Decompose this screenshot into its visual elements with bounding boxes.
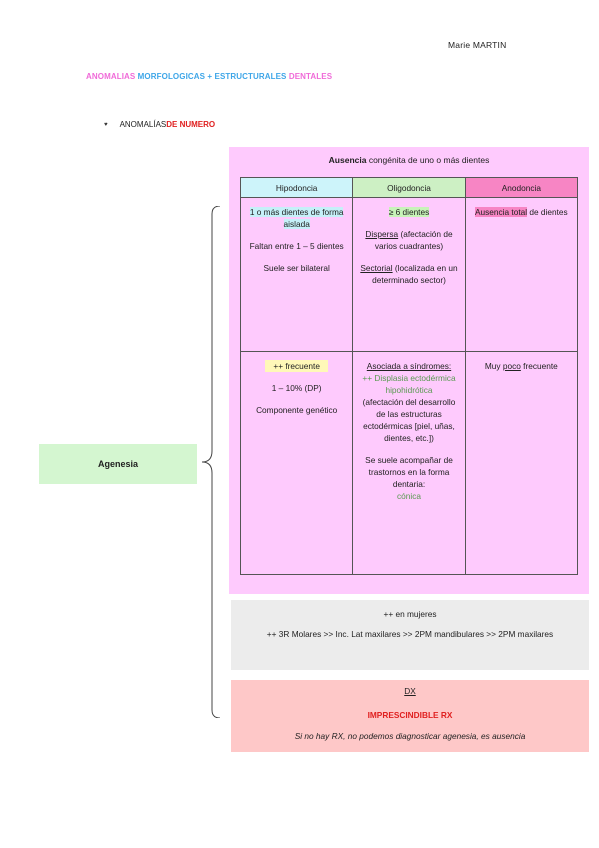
ano-freq-2: poco: [502, 361, 521, 371]
table-heading: Ausencia congénita de uno o más dientes: [229, 155, 589, 165]
ano-freq-1: Muy: [484, 361, 503, 371]
oligo-syndromes: Asociada a síndromes:: [366, 361, 452, 371]
section-prefix: ANOMALÍAS: [119, 120, 167, 129]
freq-line-2: ++ 3R Molares >> Inc. Lat maxilares >> 2…: [266, 629, 554, 639]
cell-oligodoncia-1: ≥ 6 dientes Dispersa (afectación de vari…: [352, 197, 466, 352]
oligo-afectacion: (afectación del desarrollo de las estruc…: [362, 397, 456, 443]
cell-hipodoncia-2: ++ frecuente 1 – 10% (DP) Componente gen…: [239, 351, 354, 575]
author-name: Marie MARTIN: [448, 40, 507, 50]
oligo-dispersa-label: Dispersa: [365, 229, 399, 239]
dx-important: IMPRESCINDIBLE RX: [367, 710, 453, 720]
table-row: ++ frecuente 1 – 10% (DP) Componente gen…: [239, 351, 579, 575]
hipo-line-1: 1 o más dientes de forma aislada: [249, 207, 344, 229]
oligo-dispersa-text: (afectación de varios cuadrantes): [374, 229, 453, 251]
oligo-line-1: ≥ 6 dientes: [388, 207, 430, 217]
dx-note: Si no hay RX, no podemos diagnosticar ag…: [294, 731, 526, 741]
title-part-2: MORFOLOGICAS + ESTRUCTURALES: [137, 72, 289, 81]
title-part-1: ANOMALIAS: [86, 72, 138, 81]
heart-bullet-icon: ♥: [104, 121, 108, 128]
absence-table-box: Ausencia congénita de uno o más dientes …: [229, 147, 589, 594]
oligo-acompanar: Se suele acompañar de trastornos en la f…: [365, 455, 453, 489]
col-header-hipodoncia: Hipodoncia: [239, 177, 354, 198]
hipo-genetic: Componente genético: [256, 405, 338, 415]
hipo-percent: 1 – 10% (DP): [271, 383, 322, 393]
anomaly-table: Hipodoncia Oligodoncia Anodoncia 1 o más…: [239, 177, 579, 575]
cell-anodoncia-2: Muy poco frecuente: [464, 351, 579, 575]
section-highlight: DE NUMERO: [166, 120, 216, 129]
oligo-displasia: ++ Displasia ectodérmica hipohidrótica: [362, 373, 456, 395]
freq-line-1: ++ en mujeres: [383, 609, 437, 619]
diagnosis-box: DX IMPRESCINDIBLE RX Si no hay RX, no po…: [231, 680, 589, 752]
col-header-anodoncia: Anodoncia: [464, 177, 579, 198]
dx-title: DX: [404, 686, 416, 696]
hipo-freq: ++ frecuente: [265, 360, 328, 372]
table-heading-bold: Ausencia: [328, 155, 367, 165]
oligo-conica: cónica: [397, 491, 421, 501]
ano-freq-3: frecuente: [520, 361, 558, 371]
frequency-box: ++ en mujeres ++ 3R Molares >> Inc. Lat …: [231, 600, 589, 670]
ano-frequency: Muy poco frecuente: [473, 360, 570, 372]
oligo-sectorial-text: (localizada en un determinado sector): [372, 263, 458, 285]
table-row: 1 o más dientes de forma aislada Faltan …: [239, 197, 579, 352]
curly-brace-icon: [201, 206, 221, 718]
agenesia-label-box: Agenesia: [39, 444, 197, 484]
ano-rest: de dientes: [527, 207, 568, 217]
hipo-line-2: Faltan entre 1 – 5 dientes: [249, 241, 344, 251]
hipo-line-3: Suele ser bilateral: [263, 263, 330, 273]
title-part-3: DENTALES: [288, 72, 333, 81]
oligo-sectorial-label: Sectorial: [360, 263, 393, 273]
cell-anodoncia-1: Ausencia total de dientes: [464, 197, 579, 352]
cell-hipodoncia-1: 1 o más dientes de forma aislada Faltan …: [239, 197, 354, 352]
table-header-row: Hipodoncia Oligodoncia Anodoncia: [239, 177, 579, 198]
section-heading: ♥ ANOMALÍAS DE NUMERO: [104, 120, 215, 129]
table-heading-rest: congénita de uno o más dientes: [366, 155, 490, 165]
col-header-oligodoncia: Oligodoncia: [352, 177, 466, 198]
page-title: ANOMALIAS MORFOLOGICAS + ESTRUCTURALES D…: [86, 72, 332, 81]
ano-highlight: Ausencia total: [474, 207, 528, 217]
cell-oligodoncia-2: Asociada a síndromes: ++ Displasia ectod…: [352, 351, 466, 575]
agenesia-label: Agenesia: [97, 459, 139, 469]
